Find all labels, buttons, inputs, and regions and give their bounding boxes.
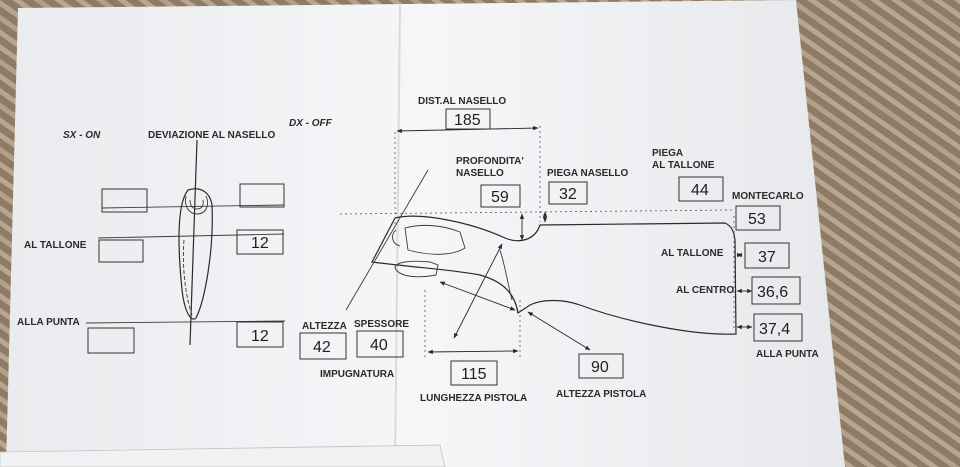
- montecarlo-value: 53: [748, 211, 766, 228]
- empty-box-bottom-left: [87, 327, 135, 354]
- alla-punta-value: 37,4: [759, 321, 790, 338]
- label-piega-tallone-1: PIEGA: [652, 148, 683, 159]
- label-alla-punta-right: ALLA PUNTA: [756, 349, 819, 360]
- label-alla-punta-left: ALLA PUNTA: [17, 317, 80, 328]
- label-montecarlo: MONTECARLO: [732, 191, 804, 202]
- altezza-box: [299, 332, 347, 360]
- dist-nasello-box: [445, 108, 491, 130]
- empty-box-top-right: [239, 183, 285, 208]
- label-lunghezza-pistola: LUNGHEZZA PISTOLA: [420, 393, 527, 404]
- lunghezza-pistola-box: [450, 360, 498, 386]
- deviazione-tallone-box: [236, 229, 284, 255]
- label-piega-nasello: PIEGA NASELLO: [547, 168, 629, 179]
- al-centro-value: 36,6: [757, 284, 788, 301]
- al-centro-box: [751, 276, 801, 305]
- altezza-pistola-value: 90: [591, 359, 609, 376]
- deviazione-punta-value: 12: [251, 328, 269, 345]
- stock-top-view: [85, 139, 286, 346]
- label-profondita-2: NASELLO: [456, 168, 504, 179]
- empty-box-mid-left: [98, 239, 144, 263]
- alla-punta-box: [753, 313, 803, 342]
- dist-nasello-value: 185: [454, 112, 481, 129]
- lunghezza-pistola-value: 115: [461, 366, 487, 383]
- reference-line-top: [339, 209, 733, 215]
- label-deviazione: DEVIAZIONE AL NASELLO: [148, 130, 275, 141]
- arrow-altezza-pistola: [527, 311, 591, 351]
- empty-box-top-left: [101, 188, 148, 213]
- label-sx-on: SX - ON: [63, 130, 101, 141]
- profondita-box: [480, 184, 521, 208]
- label-piega-tallone-2: AL TALLONE: [652, 160, 715, 171]
- label-profondita-1: PROFONDITA': [456, 156, 524, 167]
- profondita-value: 59: [491, 189, 509, 206]
- arrow-lunghezza-pistola: [427, 348, 519, 355]
- al-tallone-value: 37: [758, 249, 776, 266]
- spessore-value: 40: [370, 337, 388, 354]
- al-tallone-box: [744, 242, 790, 269]
- label-al-tallone-left: AL TALLONE: [24, 240, 87, 251]
- arrow-grip-vertical: [453, 243, 503, 339]
- piega-tallone-box: [678, 176, 724, 202]
- label-dx-off: DX - OFF: [289, 118, 333, 129]
- deviazione-punta-box: [236, 321, 284, 348]
- label-altezza: ALTEZZA: [302, 321, 347, 332]
- spessore-box: [356, 330, 404, 358]
- piega-tallone-value: 44: [691, 182, 709, 199]
- grid-paper-corner: [0, 444, 446, 467]
- label-impugnatura: IMPUGNATURA: [320, 369, 394, 380]
- piega-nasello-box: [548, 181, 588, 205]
- deviazione-tallone-value: 12: [251, 235, 269, 252]
- paper-fold: [394, 3, 401, 467]
- paper-sheet: [6, 0, 845, 467]
- label-al-tallone-right: AL TALLONE: [661, 248, 724, 259]
- altezza-pistola-box: [578, 353, 624, 379]
- altezza-value: 42: [313, 339, 331, 356]
- label-spessore: SPESSORE: [354, 319, 409, 330]
- label-dist-nasello: DIST.AL NASELLO: [418, 96, 506, 107]
- piega-nasello-value: 32: [559, 186, 577, 203]
- montecarlo-box: [735, 205, 781, 231]
- label-al-centro: AL CENTRO: [676, 285, 734, 296]
- label-altezza-pistola: ALTEZZA PISTOLA: [556, 389, 646, 400]
